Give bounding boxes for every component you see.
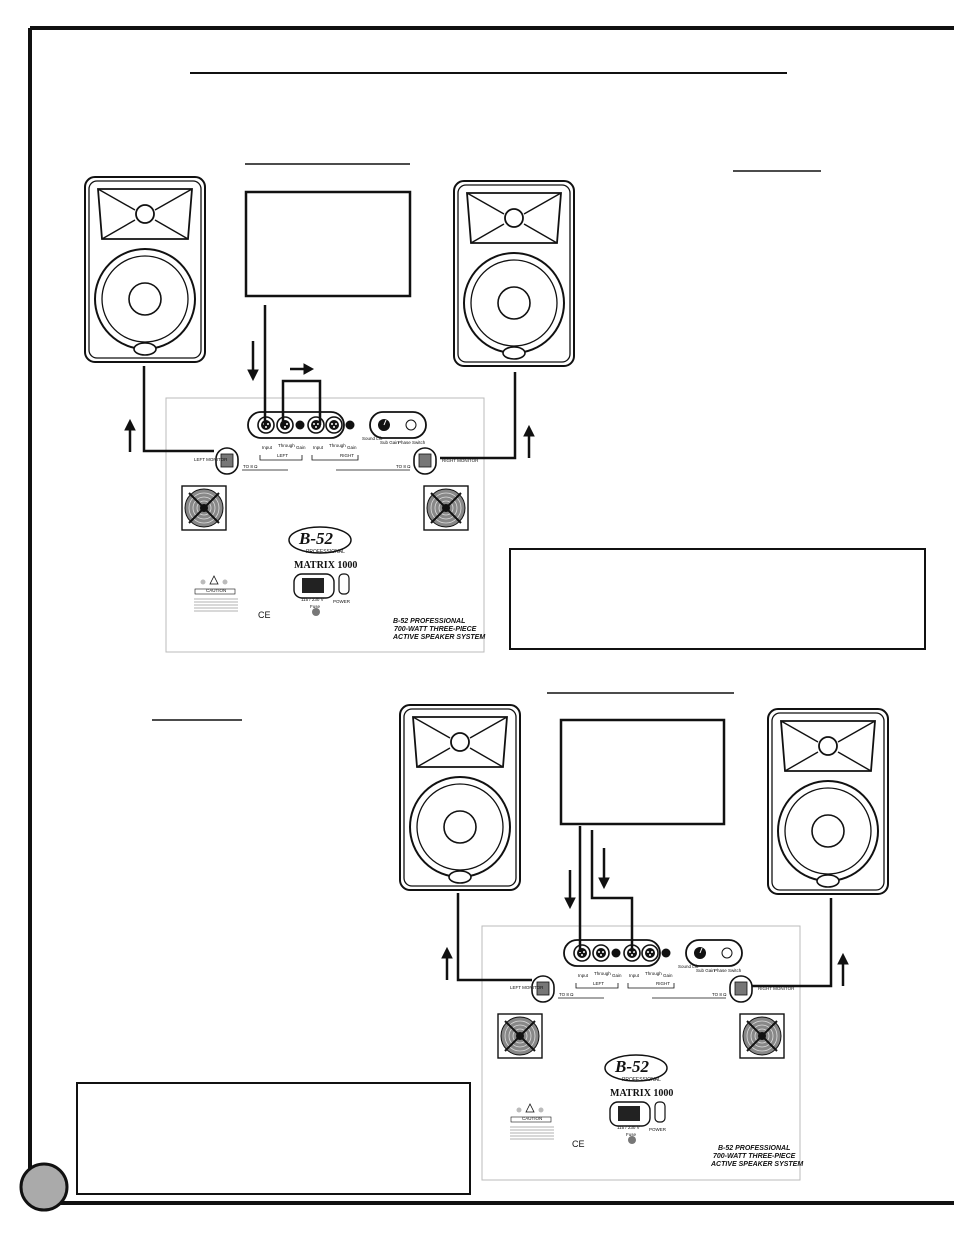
page-number-badge — [19, 1162, 69, 1212]
top-label-phase-switch: Phase Switch — [398, 440, 426, 445]
bottom-label-ohms-left: TO 8 Ω — [559, 992, 574, 997]
top-label-left-monitor: LEFT MONITOR — [194, 457, 228, 462]
top-label-sub-gain: Sub Gain — [380, 440, 399, 445]
bottom-label-right: RIGHT — [656, 981, 670, 986]
top-footer-line2: 700-WATT THREE-PIECE — [394, 626, 477, 633]
bottom-logo-sub: PROFESSIONAL — [622, 1077, 661, 1083]
bottom-label-right-monitor: RIGHT MONITOR — [758, 986, 795, 991]
bottom-footer: B-52 PROFESSIONAL 700-WATT THREE-PIECE A… — [710, 1145, 803, 1168]
bottom-label-caution: CAUTION — [522, 1116, 542, 1121]
top-label-through-right: Through — [329, 443, 346, 448]
bottom-footer-line2: 700-WATT THREE-PIECE — [713, 1153, 796, 1160]
bottom-label-through-right: Through — [645, 971, 662, 976]
top-label-ohms-left: TO 8 Ω — [243, 464, 258, 469]
top-label-input-right: Input — [313, 445, 324, 450]
bottom-label-through-left: Through — [594, 971, 611, 976]
top-label-gain-left: Gain — [296, 445, 306, 450]
bottom-label-left-monitor: LEFT MONITOR — [510, 985, 544, 990]
bottom-left-speaker — [399, 704, 521, 891]
top-left-speaker — [84, 176, 206, 363]
bottom-footer-line1: B-52 PROFESSIONAL — [718, 1145, 790, 1152]
bottom-label-ce: CE — [572, 1139, 585, 1149]
bottom-label-ohms-right: TO 8 Ω — [712, 992, 727, 997]
top-label-voltage: 115 / 230 V — [301, 597, 324, 602]
bottom-arrows — [441, 848, 849, 986]
bottom-wiring — [456, 826, 833, 988]
bottom-label-input-left: Input — [578, 973, 589, 978]
top-label-right: RIGHT — [340, 453, 354, 458]
bottom-panel-text: Input Through Gain LEFT Input Through Ga… — [510, 964, 795, 1137]
top-logo: B-52 — [298, 529, 334, 548]
top-label-right-monitor: RIGHT MONITOR — [442, 458, 479, 463]
top-sub-panel — [166, 398, 484, 652]
top-right-speaker — [453, 180, 575, 367]
top-label-input-left: Input — [262, 445, 273, 450]
top-footer: B-52 PROFESSIONAL 700-WATT THREE-PIECE A… — [392, 618, 485, 641]
bottom-label-sound-lift: Sound Lift — [678, 964, 699, 969]
bottom-label-input-right: Input — [629, 973, 640, 978]
bottom-label-phase-switch: Phase Switch — [714, 968, 742, 973]
bottom-logo: B-52 — [614, 1057, 650, 1076]
top-footer-line3: ACTIVE SPEAKER SYSTEM — [392, 634, 485, 641]
top-label-fuse: Fuse — [310, 604, 321, 609]
top-label-gain-right: Gain — [347, 445, 357, 450]
bottom-label-gain-left: Gain — [612, 973, 622, 978]
bottom-label-gain-right: Gain — [663, 973, 673, 978]
bottom-label-fuse: Fuse — [626, 1132, 637, 1137]
top-label-through-left: Through — [278, 443, 295, 448]
top-model: MATRIX 1000 — [294, 560, 357, 571]
top-wiring — [142, 305, 517, 460]
bottom-sub-panel — [482, 926, 800, 1180]
top-label-ce: CE — [258, 610, 271, 620]
top-footer-line1: B-52 PROFESSIONAL — [393, 618, 465, 625]
bottom-label-voltage: 115 / 230 V — [617, 1125, 640, 1130]
top-label-caution: CAUTION — [206, 588, 226, 593]
top-label-sound-lift: Sound Lift — [362, 436, 383, 441]
bottom-right-speaker — [767, 708, 889, 895]
bottom-label-left: LEFT — [593, 981, 604, 986]
bottom-source-box — [559, 718, 726, 826]
top-source-box — [244, 190, 412, 298]
top-arrows — [124, 341, 535, 458]
top-label-left: LEFT — [277, 453, 288, 458]
bottom-footer-line3: ACTIVE SPEAKER SYSTEM — [710, 1161, 803, 1168]
top-logo-sub: PROFESSIONAL — [306, 549, 345, 555]
top-label-ohms-right: TO 8 Ω — [396, 464, 411, 469]
bottom-label-power: POWER — [649, 1127, 667, 1132]
bottom-model: MATRIX 1000 — [610, 1088, 673, 1099]
bottom-note-box — [76, 1082, 471, 1195]
top-label-power: POWER — [333, 599, 351, 604]
top-note-box — [509, 548, 926, 650]
bottom-label-sub-gain: Sub Gain — [696, 968, 715, 973]
top-panel-text: Input Through Gain LEFT Input Through Ga… — [194, 436, 479, 609]
